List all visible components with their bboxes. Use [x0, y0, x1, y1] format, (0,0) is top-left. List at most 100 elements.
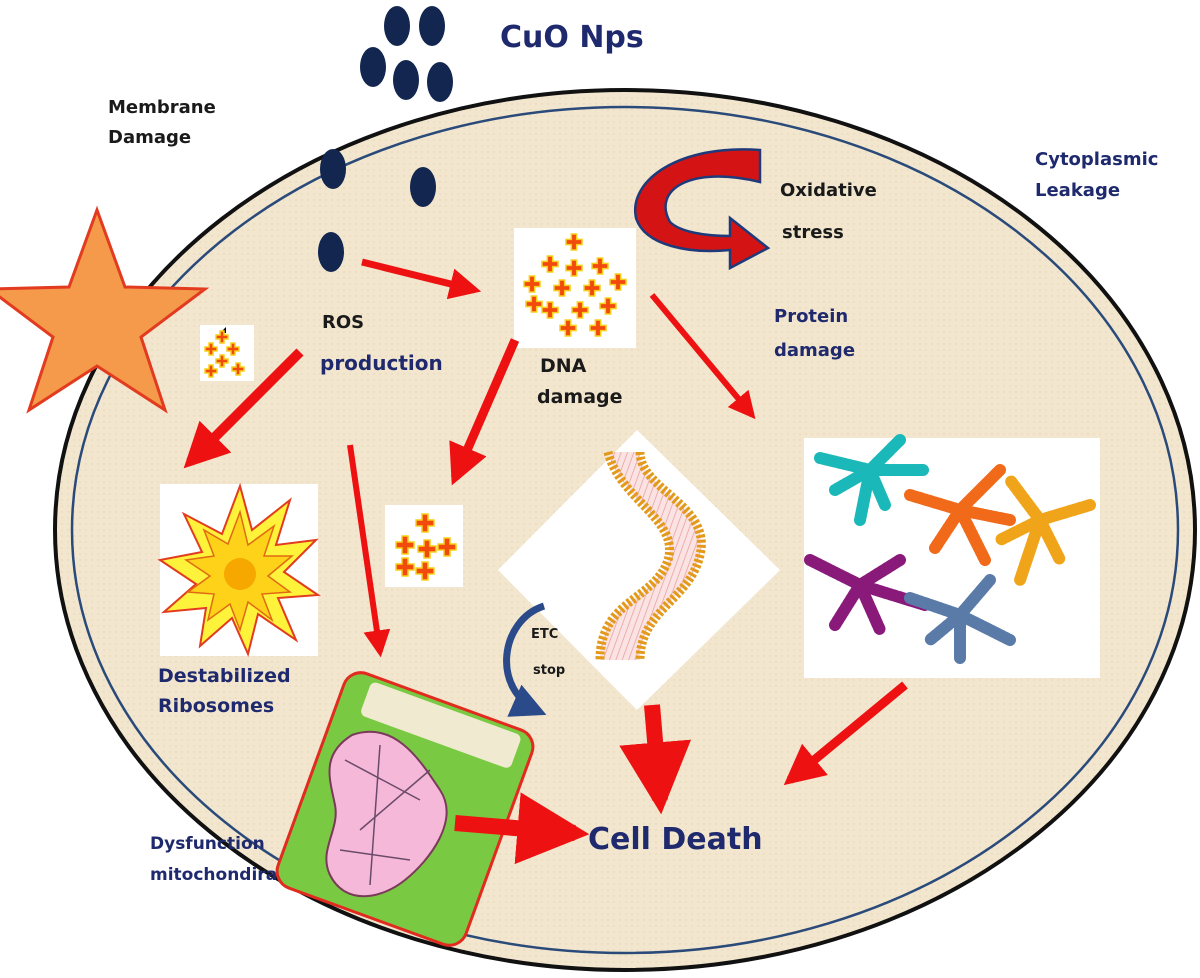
arrow-ros-to-mitochondria [347, 444, 391, 658]
nanoparticle-icon [427, 62, 453, 102]
dna-helix-background [498, 430, 780, 710]
nanoparticle-icon [384, 6, 410, 46]
arrow-ros-to-dna [361, 258, 482, 300]
plus-cluster-icon [559, 319, 577, 337]
plus-cluster-icon [437, 537, 457, 557]
protein-aggregate-icon [854, 579, 886, 636]
mitochondria-top-highlight [361, 682, 521, 768]
nanoparticle-icon [320, 149, 346, 189]
plus-cluster-icon [565, 233, 583, 251]
plus-cluster-icon [204, 342, 218, 356]
mitochondria-label-2: mitochondira [150, 865, 277, 885]
protein-panel [804, 434, 1100, 678]
plus-cluster-icon [583, 279, 601, 297]
protein-aggregate-icon [829, 464, 876, 496]
plus-cluster-icon [395, 535, 415, 555]
pathway-arrows [183, 258, 908, 865]
ribosomes-label-2: Ribosomes [158, 695, 274, 717]
plus-cluster-icon [215, 330, 229, 344]
arrow-mito-to-death [454, 792, 590, 865]
protein-aggregate-icon [904, 592, 966, 621]
dna-helix-icon [595, 450, 675, 661]
oxidative-stress-arrow-icon [633, 148, 771, 271]
plus-cluster-icon [541, 255, 559, 273]
plus-cluster-icon [226, 342, 240, 356]
ribosome-panel [157, 482, 321, 658]
plus-cluster-icon [599, 297, 617, 315]
nanoparticle-icon [360, 47, 386, 87]
mitochondria-label: Dysfunction [150, 834, 265, 854]
plus-cluster-icon [395, 557, 415, 577]
protein-aggregate-icon [1004, 474, 1046, 526]
mitochondria-panel [275, 671, 535, 947]
plus-cluster-icon [609, 273, 627, 291]
dna-damage-cluster [514, 228, 636, 348]
title: CuO Nps [500, 20, 644, 55]
plus-cluster-icon [589, 319, 607, 337]
plus-cluster-icon [571, 301, 589, 319]
cell-death-label: Cell Death [588, 822, 763, 857]
membrane-damage-label: Membrane [108, 97, 216, 118]
plus-cluster-icon [231, 362, 245, 376]
protein-aggregate-icon [904, 489, 966, 516]
etc-stop-label: stop [533, 663, 565, 678]
explosion-core [224, 558, 256, 590]
arrow-dna-to-protein [649, 293, 756, 420]
protein-aggregate-icon [954, 504, 991, 566]
oxidative-stress-label-2: stress [782, 222, 844, 243]
nanoparticle-icon [318, 232, 344, 272]
protein-aggregate-icon [954, 504, 1016, 526]
arrow-dna-to-cluster [449, 338, 520, 486]
etc-label: ETC [531, 627, 558, 642]
oxidative-stress-label: Oxidative [780, 180, 877, 201]
protein-aggregate-icon [954, 574, 996, 621]
ros-label: ROS [322, 312, 364, 333]
plus-cluster-icon [523, 275, 541, 293]
nanoparticle-icon [410, 167, 436, 207]
ros-cluster-middle [385, 505, 463, 587]
plus-cluster-icon [415, 561, 435, 581]
membrane-damage-label-2: Damage [108, 127, 191, 148]
protein-aggregate-icon [994, 514, 1046, 546]
dna-damage-label: DNA [540, 355, 587, 377]
labels: CuO Nps Membrane Damage Cytoplasmic Leak… [108, 20, 1158, 885]
protein-aggregate-icon [924, 609, 966, 646]
protein-damage-label-2: damage [774, 340, 855, 361]
plus-cluster-icon [415, 513, 435, 533]
protein-damage-label: Protein [774, 306, 848, 327]
plus-cluster-icon [204, 364, 218, 378]
protein-aggregate-icon [954, 609, 1016, 646]
dna-damage-label-2: damage [537, 386, 623, 408]
nanoparticle-icon [393, 60, 419, 100]
arrow-ros-to-ribosomes [183, 348, 304, 469]
etc-stop-arrow-icon [503, 602, 547, 717]
cytoplasmic-leakage-label-2: Leakage [1035, 180, 1120, 201]
protein-aggregate-icon [954, 464, 1006, 516]
plus-cluster-icon [525, 295, 543, 313]
mitochondria-cristae [339, 744, 431, 886]
protein-aggregate-icon [829, 579, 866, 631]
cytoplasmic-leakage-label: Cytoplasmic [1035, 149, 1158, 170]
arrow-protein-to-death [783, 681, 908, 786]
plus-cluster-icon [215, 354, 229, 368]
plus-cluster-icon [591, 257, 609, 275]
protein-aggregate-icon [854, 464, 876, 526]
ros-cluster-left [200, 325, 254, 381]
nanoparticle-icon [419, 6, 445, 46]
plus-cluster-icon [553, 279, 571, 297]
cell-inner-membrane [70, 105, 1180, 955]
protein-aggregate-icon [929, 504, 966, 554]
ros-production-label: production [320, 351, 443, 375]
ribosomes-label: Destabilized [158, 665, 291, 687]
arrow-dna-helix-to-death [619, 704, 692, 815]
nanoparticles [318, 6, 453, 272]
protein-aggregate-icon [1014, 514, 1046, 586]
membrane-damage-star-icon [0, 205, 210, 414]
dna-helix-fill [600, 452, 702, 660]
plus-cluster-icon [417, 539, 437, 559]
dna-helix-panel [498, 430, 780, 710]
plus-cluster-icon [565, 259, 583, 277]
protein-aggregate-icon [1034, 499, 1096, 526]
